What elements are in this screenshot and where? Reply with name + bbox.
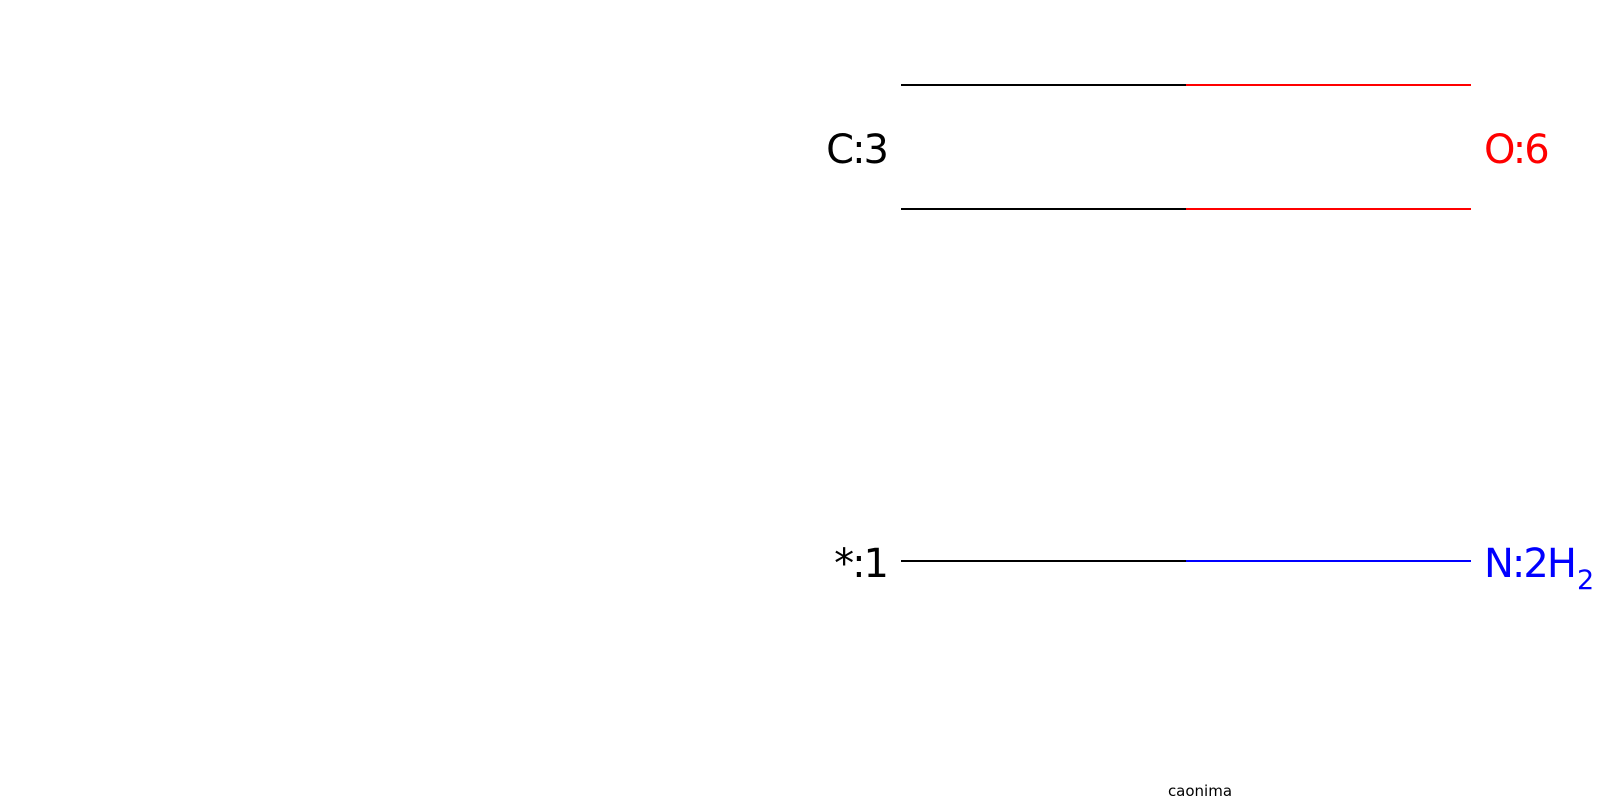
atom-label-oxygen: O:6 [1484,127,1548,173]
atom-label-nitrogen-main: N:2H [1484,541,1575,587]
atom-label-carbon: C:3 [826,127,887,173]
molecule-caption: caonima [1168,782,1232,800]
atom-label-dummy: *:1 [834,541,887,587]
double-bond-c-o [901,84,1471,210]
atom-label-nitrogen: N:2H2 [1484,541,1592,596]
atom-label-nitrogen-subscript: 2 [1577,565,1592,596]
